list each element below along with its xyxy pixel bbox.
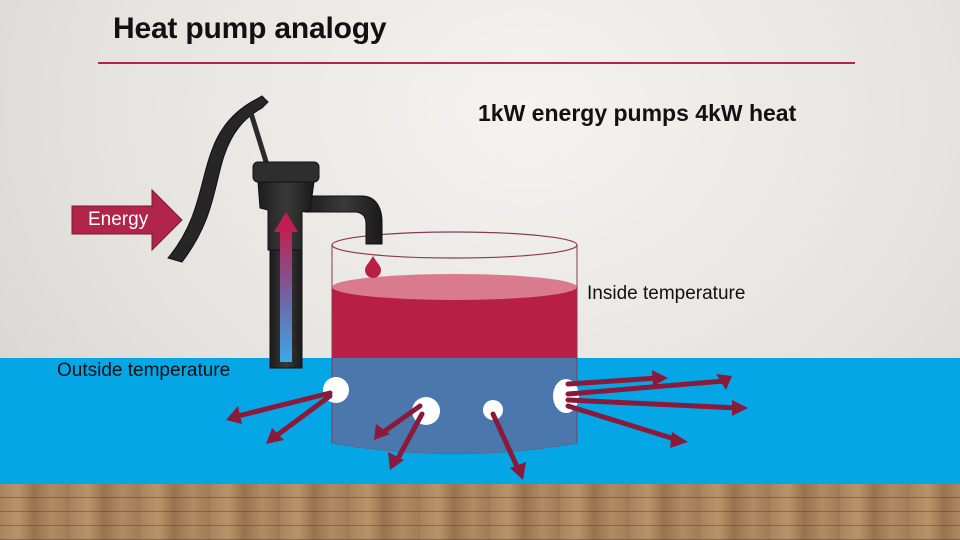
heat-flow-arrowheads <box>226 370 748 480</box>
energy-label: Energy <box>88 209 149 230</box>
inside-temperature-label: Inside temperature <box>587 283 746 304</box>
water-tank <box>331 231 578 454</box>
slide-title: Heat pump analogy <box>113 12 387 45</box>
hand-pump-icon <box>167 95 383 369</box>
title-divider <box>98 62 855 64</box>
water-drop-icon <box>365 256 381 278</box>
heat-flow-arrow-icon <box>235 375 741 474</box>
energy-arrow-icon <box>71 188 183 252</box>
outside-temperature-label: Outside temperature <box>57 360 231 381</box>
wooden-floor <box>0 484 960 540</box>
headline: 1kW energy pumps 4kW heat <box>478 100 797 126</box>
tank-water-surface <box>332 274 577 300</box>
